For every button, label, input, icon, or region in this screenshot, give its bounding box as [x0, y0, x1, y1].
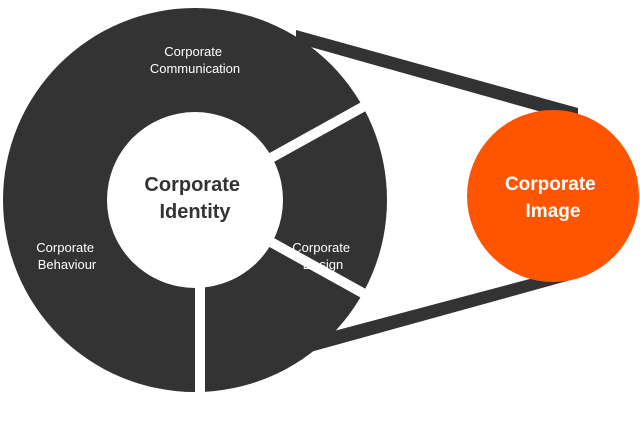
image-circle	[467, 110, 639, 282]
segment-behaviour-line2: Behaviour	[38, 257, 97, 272]
segment-communication-label: Corporate Communication	[150, 44, 240, 76]
segment-design-line2: Design	[303, 257, 343, 272]
segment-communication-line1: Corporate	[164, 44, 222, 59]
identity-hub	[107, 112, 283, 288]
divider-bottom	[195, 200, 205, 400]
center-label-line1: Corporate	[144, 174, 240, 196]
image-label-line1: Corporate	[505, 174, 596, 195]
center-label: Corporate Identity	[144, 174, 245, 223]
segment-design-label: Corporate Design	[292, 240, 353, 272]
center-label-line2: Identity	[159, 201, 231, 223]
image-label: Corporate Image	[505, 174, 601, 222]
image-label-line2: Image	[526, 201, 581, 222]
segment-behaviour-label: Corporate Behaviour	[36, 240, 97, 272]
segment-communication-line2: Communication	[150, 61, 240, 76]
segment-behaviour-line1: Corporate	[36, 240, 94, 255]
segment-design-line1: Corporate	[292, 240, 350, 255]
